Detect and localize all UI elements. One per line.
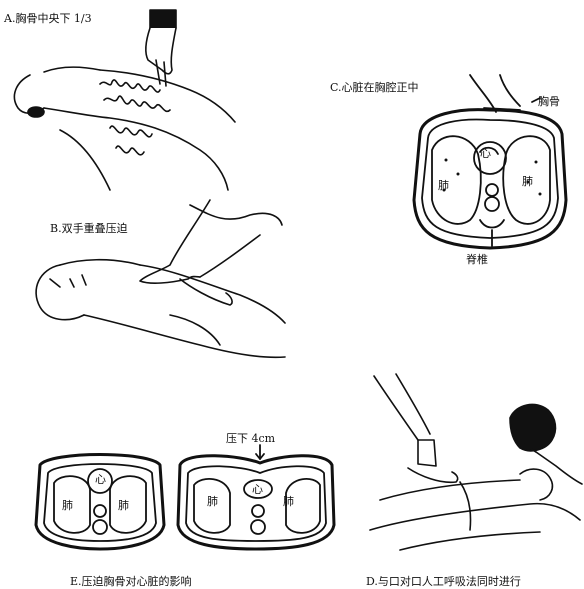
label-lung-e2-left: 肺 (207, 496, 218, 507)
panel-c-cross-section (400, 70, 580, 270)
label-lung-e2-right: 肺 (283, 496, 294, 507)
label-heart-e1: 心 (95, 474, 106, 485)
wristband-icon (150, 10, 176, 28)
panel-d-illustration (360, 370, 584, 560)
label-lung-e1-right: 肺 (118, 500, 129, 511)
label-press-depth: 压下 4cm (226, 433, 275, 444)
face-features (50, 275, 86, 287)
rescuer-hair (510, 404, 555, 450)
panel-a-illustration (0, 0, 250, 210)
label-lung-right-c: 肺 (522, 176, 533, 187)
label-heart-c: 心 (480, 148, 491, 159)
label-lung-e1-left: 肺 (62, 500, 73, 511)
panel-e-caption: E.压迫胸骨对心脏的影响 (70, 576, 192, 587)
label-spine: 脊椎 (466, 254, 488, 265)
panel-d-caption: D.与口对口人工呼吸法同时进行 (366, 576, 521, 587)
label-lung-left-c: 肺 (438, 180, 449, 191)
head-hair (28, 107, 44, 117)
panel-b-illustration (20, 195, 290, 365)
label-heart-e2: 心 (252, 484, 263, 495)
